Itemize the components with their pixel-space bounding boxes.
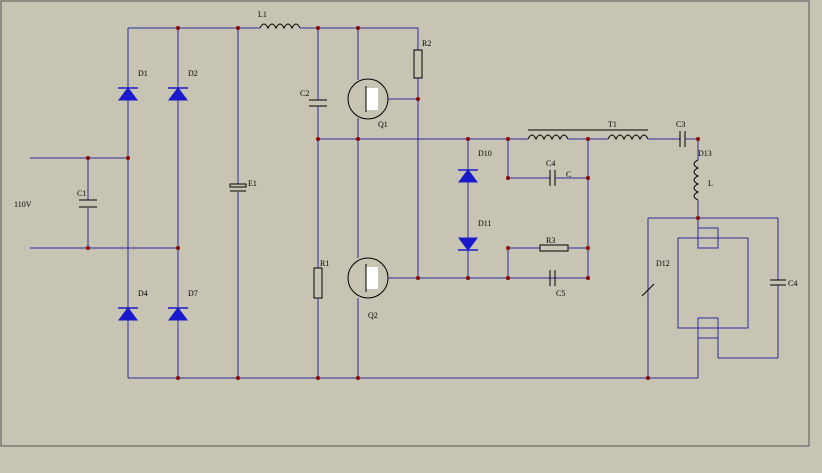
c2-label: C2 [300, 89, 309, 98]
lamp-section [641, 217, 786, 378]
junction-dots [86, 26, 700, 380]
c1-label: C1 [77, 189, 86, 198]
e1-label: E1 [248, 179, 257, 188]
d13-label: D13 [698, 149, 712, 158]
r1-label: R1 [320, 259, 329, 268]
c-label: C [566, 170, 571, 179]
input-wires [30, 157, 178, 249]
r3-label: R3 [546, 236, 555, 245]
q2-label: Q2 [368, 311, 378, 320]
l1-label: L1 [258, 10, 267, 19]
d1-label: D1 [138, 69, 148, 78]
diagram-frame [0, 0, 810, 447]
d4-label: D4 [138, 289, 148, 298]
d1-diode-icon [118, 87, 138, 101]
t1-label: T1 [608, 120, 617, 129]
t1-transformer [527, 129, 680, 141]
c5-label: C5 [556, 289, 565, 298]
l1-inductor-icon [259, 23, 301, 30]
bridge-rectifier [118, 28, 188, 378]
c2-r1-branch [309, 28, 327, 378]
d7-label: D7 [188, 289, 198, 298]
feedback-network [507, 139, 589, 286]
d4-diode-icon [118, 307, 138, 321]
d7-diode-icon [168, 307, 188, 321]
d11-label: D11 [478, 219, 491, 228]
input-voltage-label: 110V [14, 200, 32, 209]
c4-top-label: C4 [546, 159, 555, 168]
c3-capacitor [679, 131, 699, 160]
q1-label: Q1 [378, 120, 388, 129]
d2-diode-icon [168, 87, 188, 101]
d11-zener-icon [458, 237, 478, 251]
zener-pair [458, 139, 478, 278]
lamp-tube-icon [677, 237, 749, 329]
l-label: L [708, 179, 713, 188]
d12-label: D12 [656, 259, 670, 268]
l-inductor-icon [693, 159, 700, 201]
l-inductor [693, 159, 700, 218]
r2-branch [413, 28, 423, 278]
c3-label: C3 [676, 120, 685, 129]
d10-label: D10 [478, 149, 492, 158]
d10-zener-icon [458, 169, 478, 183]
q1-transistor [347, 28, 418, 139]
d2-label: D2 [188, 69, 198, 78]
r2-label: R2 [422, 39, 431, 48]
e1-capacitor [229, 28, 247, 378]
c4-right-label: C4 [788, 279, 797, 288]
